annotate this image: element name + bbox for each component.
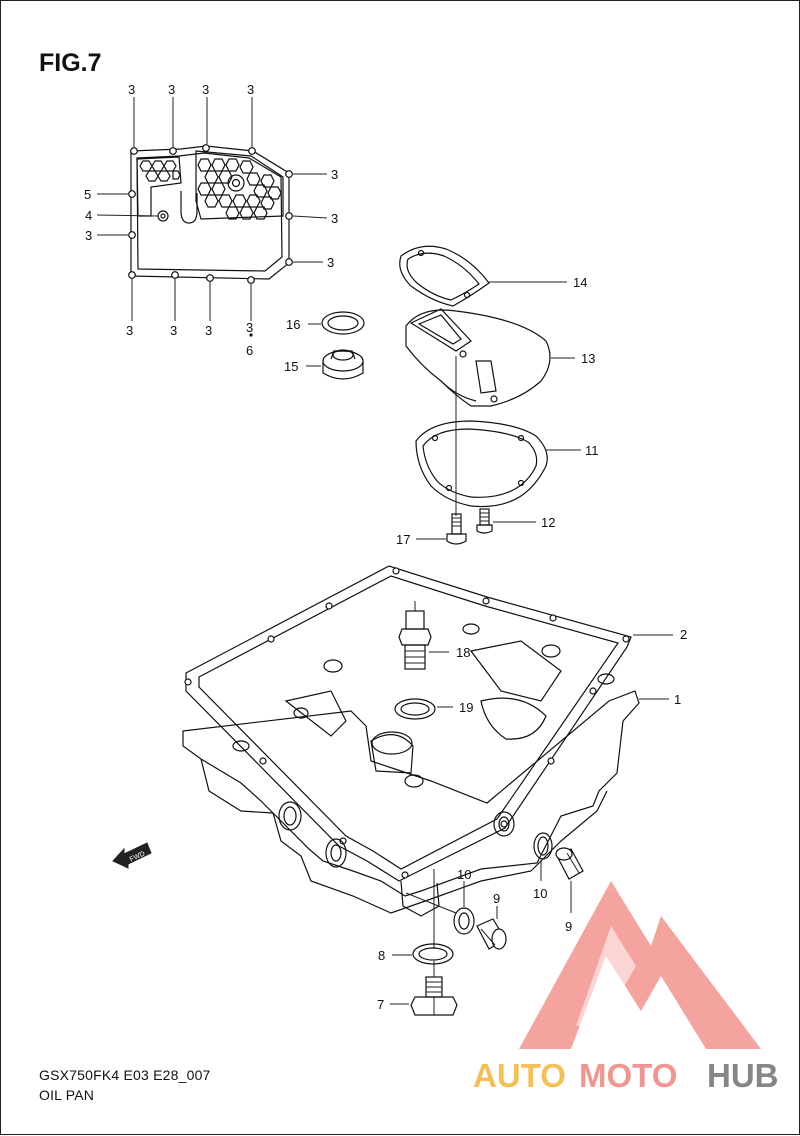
bolt-pattern-inset: [96, 97, 328, 337]
callout-6: 6: [246, 343, 253, 358]
watermark-logo: AUTO MOTO HUB: [473, 881, 779, 1094]
part-11-cover-plate: [415, 420, 548, 508]
callout-18: 18: [456, 645, 470, 660]
callout-3-left: 3: [85, 228, 92, 243]
callout-9-right: 9: [565, 919, 572, 934]
callout-2: 2: [680, 627, 687, 642]
callout-15: 15: [284, 359, 298, 374]
callout-3-top-4: 3: [247, 82, 254, 97]
part-10-washer-center: [453, 907, 475, 935]
callout-3-right-2: 3: [331, 211, 338, 226]
callout-14: 14: [573, 275, 587, 290]
part-14-gasket: [399, 245, 490, 307]
callout-10-right: 10: [533, 886, 547, 901]
separator-dot: [249, 333, 253, 337]
watermark-text-hub: HUB: [707, 1057, 779, 1094]
callout-9-center: 9: [493, 891, 500, 906]
callout-10-center: 10: [457, 867, 471, 882]
part-9-drain-plug-center: [476, 918, 507, 950]
part-1-oil-pan: [182, 623, 640, 917]
part-7-drain-plug: [410, 961, 458, 1016]
watermark-triangle: [519, 881, 761, 1049]
callout-1: 1: [674, 692, 681, 707]
callout-3-bottom-4: 3: [246, 320, 253, 335]
part-9-drain-plug-right: [555, 847, 584, 880]
callout-3-bottom-3: 3: [205, 323, 212, 338]
callout-19: 19: [459, 700, 473, 715]
callout-3-top-1: 3: [128, 82, 135, 97]
callout-4: 4: [85, 208, 92, 223]
fwd-arrow-icon: FWD: [112, 842, 152, 869]
part-19-o-ring: [394, 698, 436, 720]
callout-13: 13: [581, 351, 595, 366]
callout-3-top-2: 3: [168, 82, 175, 97]
callout-17: 17: [396, 532, 410, 547]
part-10-washer-right: [533, 832, 553, 860]
figure-title: FIG.7: [39, 49, 102, 77]
part-15-cap: [322, 349, 364, 380]
callout-5: 5: [84, 187, 91, 202]
part-17-bolt: [446, 513, 467, 545]
callout-16: 16: [286, 317, 300, 332]
callout-3-right-3: 3: [327, 255, 334, 270]
part-2-oil-pan-gasket: [184, 565, 632, 882]
part-18-pressure-switch: [398, 601, 432, 670]
callout-3-top-3: 3: [202, 82, 209, 97]
callout-7: 7: [377, 997, 384, 1012]
callout-3-right-1: 3: [331, 167, 338, 182]
watermark-text-moto: MOTO: [579, 1057, 677, 1094]
callout-3-bottom-1: 3: [126, 323, 133, 338]
part-12-bolt: [476, 508, 493, 534]
diagram-code: GSX750FK4 E03 E28_007: [39, 1067, 211, 1083]
callout-8: 8: [378, 948, 385, 963]
part-8-gasket: [412, 943, 454, 965]
part-16-o-ring: [321, 311, 365, 335]
watermark-text-auto: AUTO: [473, 1057, 566, 1094]
callout-12: 12: [541, 515, 555, 530]
callout-11: 11: [585, 443, 599, 458]
callout-3-bottom-2: 3: [170, 323, 177, 338]
diagram-name: OIL PAN: [39, 1087, 95, 1103]
part-13-cover: [405, 308, 551, 407]
